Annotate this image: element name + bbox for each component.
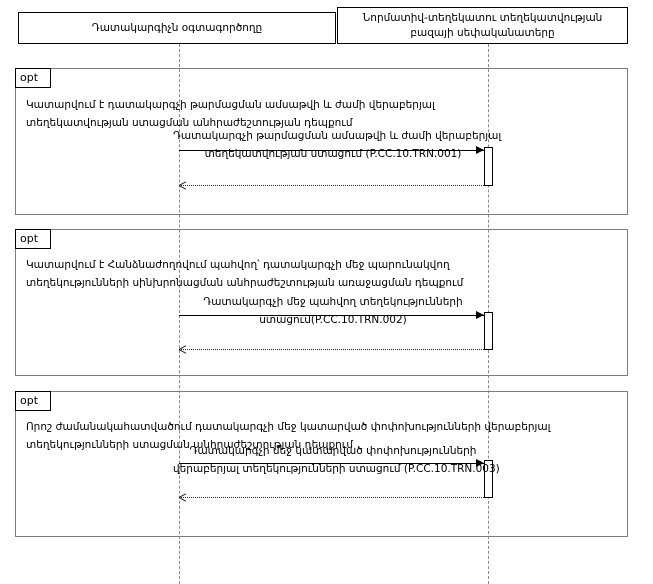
message-call-arrow-1 — [179, 150, 484, 151]
activation-bar-2 — [484, 312, 493, 350]
activation-bar-1 — [484, 147, 493, 186]
guard-line: Կատարվում է Հանձնաժողովում պահվող՝ դատակ… — [26, 259, 450, 271]
participant-label: Դատակարգիչն օգտագործողը — [91, 21, 263, 34]
fragment-guard-condition: Կատարվում է Հանձնաժողովում պահվող՝ դատակ… — [26, 256, 463, 292]
message-label-1: Դատակարգչի թարմացման ամսաթվի և ժամի վերա… — [173, 127, 502, 163]
opt-fragment-1[interactable]: opt Կատարվում է դատակարգչի թարմացման ամս… — [15, 68, 628, 215]
arrowhead-open-icon — [179, 346, 186, 353]
message-return-arrow-3 — [179, 497, 484, 498]
message-label-line: Դատակարգչի թարմացման ամսաթվի և ժամի վերա… — [173, 130, 502, 142]
guard-line: տեղեկությունների սինխրոնացման անհրաժեշտո… — [26, 277, 464, 289]
guard-line: Որոշ ժամանակահատվածում դատակարգչի մեջ կա… — [26, 421, 551, 433]
message-label-line: տեղեկատվության ստացում (P.CC.10.TRN.001) — [204, 148, 462, 160]
arrowhead-filled-icon — [476, 311, 484, 319]
message-label-line: ստացում(P.CC.10.TRN.002) — [259, 314, 407, 326]
message-return-arrow-2 — [179, 349, 484, 350]
activation-bar-3 — [484, 460, 493, 498]
message-return-arrow-1 — [179, 185, 484, 186]
participant-label: Նորմատիվ-տեղեկատու տեղեկատվության բազայի… — [362, 11, 603, 39]
fragment-operator-label: opt — [15, 68, 52, 88]
message-label-line: Դատակարգչի մեջ պահվող տեղեկությունների — [203, 296, 463, 308]
opt-fragment-2[interactable]: opt Կատարվում է Հանձնաժողովում պահվող՝ դ… — [15, 229, 628, 376]
fragment-guard-condition: Կատարվում է դատակարգչի թարմացման ամսաթվի… — [26, 96, 435, 132]
guard-line: Կատարվում է դատակարգչի թարմացման ամսաթվի… — [26, 99, 435, 111]
participant-box-user[interactable]: Դատակարգիչն օգտագործողը — [18, 12, 336, 44]
guard-line: տեղեկությունների ստացման անհրաժեշտության… — [26, 439, 354, 451]
message-label-2: Դատակարգչի մեջ պահվող տեղեկությունների ս… — [173, 293, 493, 329]
message-label-line: Դատակարգչի մեջ կատարված փոփոխությունների — [189, 445, 477, 457]
arrowhead-open-icon — [179, 494, 186, 501]
message-call-arrow-2 — [179, 315, 484, 316]
participant-box-registry-owner[interactable]: Նորմատիվ-տեղեկատու տեղեկատվության բազայի… — [337, 7, 628, 44]
message-label-3: Դատակարգչի մեջ կատարված փոփոխությունների… — [173, 442, 500, 478]
fragment-operator-label: opt — [15, 391, 52, 411]
message-call-arrow-3 — [179, 463, 484, 464]
fragment-guard-condition: Որոշ ժամանակահատվածում դատակարգչի մեջ կա… — [26, 418, 550, 454]
guard-line: տեղեկատվության ստացման անհրաժեշտության դ… — [26, 117, 353, 129]
lifeline-user — [179, 44, 180, 584]
arrowhead-filled-icon — [476, 146, 484, 154]
message-label-line: վերաբերյալ տեղեկությունների ստացում (P.C… — [173, 463, 500, 475]
fragment-operator-label: opt — [15, 229, 52, 249]
opt-fragment-3[interactable]: opt Որոշ ժամանակահատվածում դատակարգչի մե… — [15, 391, 628, 537]
arrowhead-filled-icon — [476, 459, 484, 467]
arrowhead-open-icon — [179, 182, 186, 189]
